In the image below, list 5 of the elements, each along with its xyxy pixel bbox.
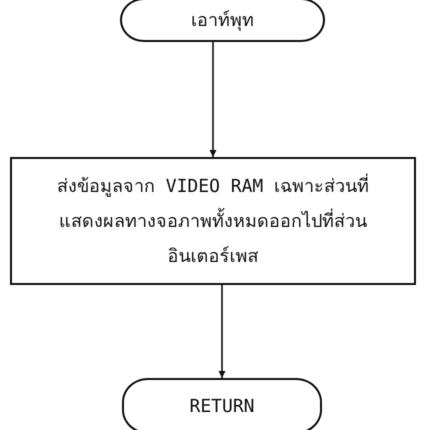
arrow xyxy=(210,42,216,157)
terminal-shape: เอาท์พุท xyxy=(120,0,325,42)
terminal-shape: RETURN xyxy=(122,378,322,430)
process-box: ส่งข้อมูลจาก VIDEO RAM เฉพาะส่วนที่แสดงผลทางจอภาพทั้งหมดออกไปที่ส่วนอินเตอร์เพส xyxy=(10,157,416,285)
arrow xyxy=(218,285,226,378)
